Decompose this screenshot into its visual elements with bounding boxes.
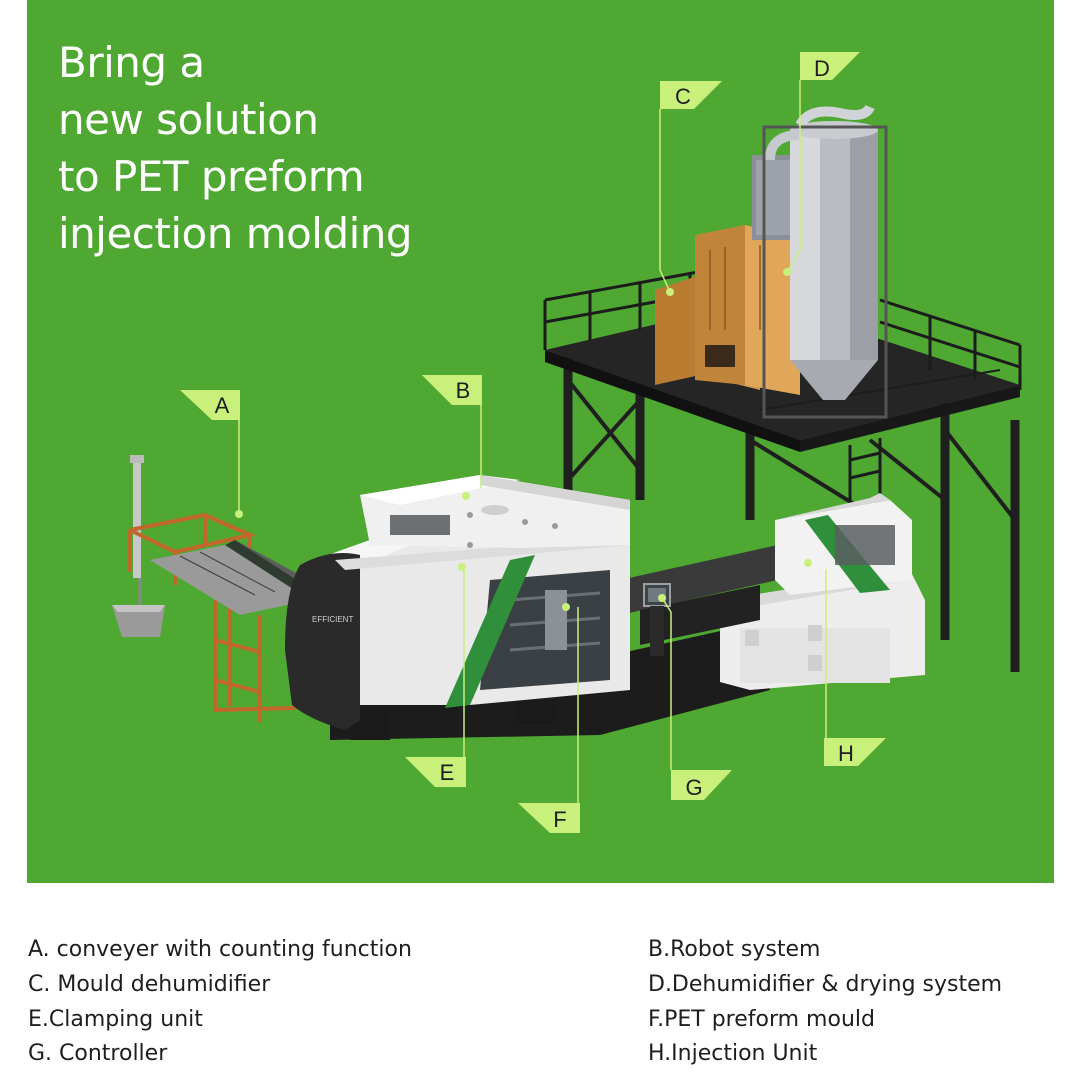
machine-brand-label: EFFICIENT <box>312 615 353 624</box>
tag-d-letter: D <box>814 56 830 81</box>
legend-item: F.PET preform mould <box>648 1007 875 1032</box>
legend-item: B.Robot system <box>648 937 821 962</box>
tag-d: D <box>800 52 860 81</box>
legend-item: G. Controller <box>28 1041 168 1066</box>
tag-f: F <box>518 803 580 833</box>
drying-hopper <box>752 104 888 419</box>
headline-line: Bring a <box>58 38 205 87</box>
tag-h: H <box>824 738 886 766</box>
leader-dots <box>235 268 812 611</box>
headline-line: to PET preform <box>58 152 365 201</box>
leader-lines <box>238 80 827 803</box>
tag-g-letter: G <box>685 775 702 800</box>
tag-c-letter: C <box>675 84 691 109</box>
legend-item: H.Injection Unit <box>648 1041 818 1066</box>
legend-item: D.Dehumidifier & drying system <box>648 972 1003 997</box>
mould-dehumidifier-unit <box>655 225 800 395</box>
tag-f-letter: F <box>553 807 566 832</box>
legend-item: A. conveyer with counting function <box>28 937 412 962</box>
tag-a: A <box>180 390 240 420</box>
headline: Bring a new solution to PET preform inje… <box>58 34 413 262</box>
legend: A. conveyer with counting function B.Rob… <box>0 933 1080 1073</box>
tag-c: C <box>660 81 722 109</box>
tag-a-letter: A <box>215 393 230 418</box>
machine-illustration: EFFICIENT <box>112 52 1022 833</box>
tag-h-letter: H <box>838 741 854 766</box>
tag-b-letter: B <box>456 378 471 403</box>
tag-e: E <box>405 757 466 787</box>
legend-item: C. Mould dehumidifier <box>28 972 271 997</box>
headline-line: injection molding <box>58 209 413 258</box>
headline-line: new solution <box>58 95 319 144</box>
conveyor-unit <box>112 455 320 722</box>
tag-e-letter: E <box>440 760 455 785</box>
injection-molding-machine: EFFICIENT <box>285 475 925 740</box>
legend-item: E.Clamping unit <box>28 1007 203 1032</box>
tag-b: B <box>422 375 482 405</box>
tag-g: G <box>671 770 732 800</box>
